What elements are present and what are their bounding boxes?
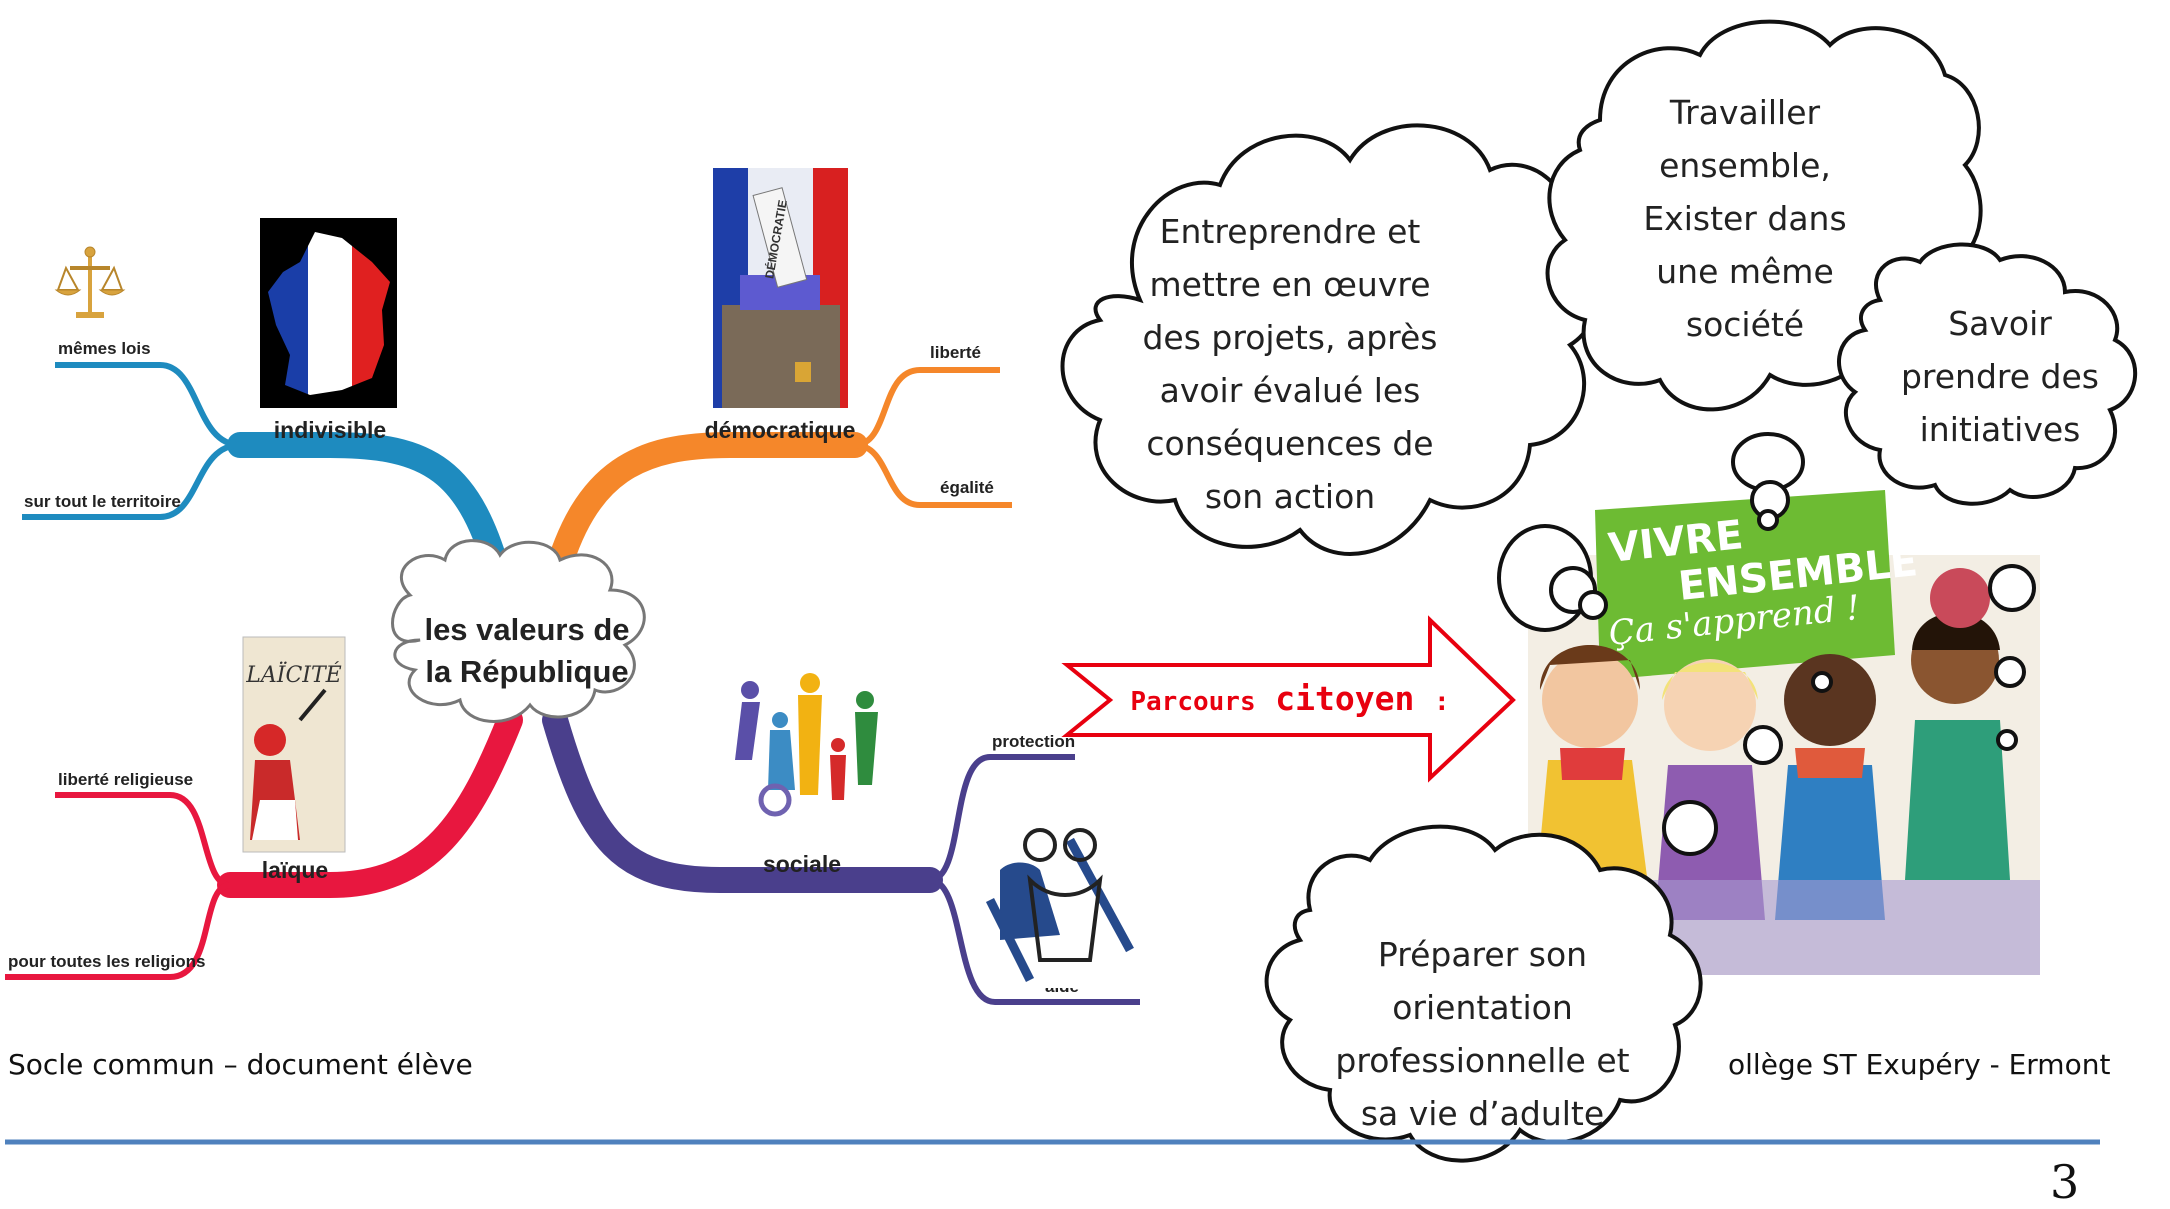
cloud-travailler-line: Exister dans [1643,199,1847,238]
leaf-protection: protection [992,732,1075,751]
center-cloud: les valeurs de la République [391,539,646,723]
cloud-entreprendre [1060,123,1600,556]
cloud-entreprendre-line: conséquences de [1146,424,1434,463]
cloud-travailler-line: une même [1656,252,1834,291]
laicite-poster-image: LAÏCITÉ [242,636,346,853]
cloud-initiatives [1837,242,2138,506]
cloud-entreprendre-line: son action [1204,477,1376,516]
france-flag-map-image [260,218,397,408]
cloud-entreprendre-text: Entreprendre et mettre en œuvre des proj… [1140,205,1440,523]
scales-of-justice-icon [54,246,126,318]
cloud-orientation-line: orientation [1392,988,1573,1027]
leaf-pour-toutes-les-religions: pour toutes les religions [8,952,205,971]
cloud-travailler-line: société [1685,305,1805,344]
parcours-citoyen-arrow: Parcours citoyen : [1061,615,1516,783]
branch-sociale [542,707,1140,1005]
leaf-liberte-religieuse: liberté religieuse [58,770,193,789]
laicite-poster-text: LAÏCITÉ [245,661,341,688]
center-title-line1: les valeurs de [424,612,629,647]
footer-right-text: ollège ST Exupéry - Ermont [1728,1048,2111,1081]
branch-laique [5,707,523,980]
cloud-initiatives-line: Savoir [1948,304,2052,343]
arrow-label-part1: Parcours [1130,687,1255,717]
cloud-initiatives-text: Savoir prendre des initiatives [1880,297,2120,456]
branch-democratique [542,367,1012,593]
cloud-orientation-text: Préparer son orientation professionnelle… [1330,928,1635,1140]
cloud-entreprendre-line: des projets, après [1142,318,1438,357]
arrow-label-part2: citoyen [1275,679,1414,718]
leaf-memes-lois: mêmes lois [58,339,151,358]
thought-bubbles [1497,432,2036,856]
aide-hands-image [985,828,1140,988]
branch-indivisible [22,362,513,593]
center-title-line2: la République [425,654,628,689]
cloud-orientation [1264,824,1703,1163]
leaf-liberte: liberté [930,343,981,362]
label-sociale: sociale [763,851,841,877]
footer-left-text: Socle commun – document élève [8,1048,473,1081]
cloud-entreprendre-line: Entreprendre et [1159,212,1421,251]
cloud-orientation-line: sa vie d’adulte [1360,1094,1605,1133]
cloud-orientation-line: professionnelle et [1335,1041,1630,1080]
label-laique: laïque [262,857,328,883]
label-indivisible: indivisible [274,417,386,443]
arrow-label: Parcours citoyen : [1130,679,1449,718]
leaf-sur-tout-le-territoire: sur tout le territoire [24,492,181,511]
cloud-orientation-line: Préparer son [1377,935,1588,974]
child-4 [1905,568,2010,880]
cloud-travailler-line: Travailler [1669,93,1821,132]
cloud-entreprendre-line: mettre en œuvre [1149,265,1431,304]
cloud-entreprendre-line: avoir évalué les [1159,371,1421,410]
cloud-initiatives-line: prendre des [1900,357,2100,396]
cloud-travailler-line: ensemble, [1659,146,1831,185]
arrow-label-part3: : [1434,687,1450,717]
people-figures-icon [735,673,878,817]
label-democratique: démocratique [705,417,856,443]
page-number: 3 [2050,1155,2080,1209]
ballot-box-image: DÉMOCRATIE [713,168,848,408]
cloud-travailler-text: Travailler ensemble, Exister dans une mê… [1620,86,1870,351]
leaf-egalite: égalité [940,478,994,497]
cloud-initiatives-line: initiatives [1919,410,2081,449]
